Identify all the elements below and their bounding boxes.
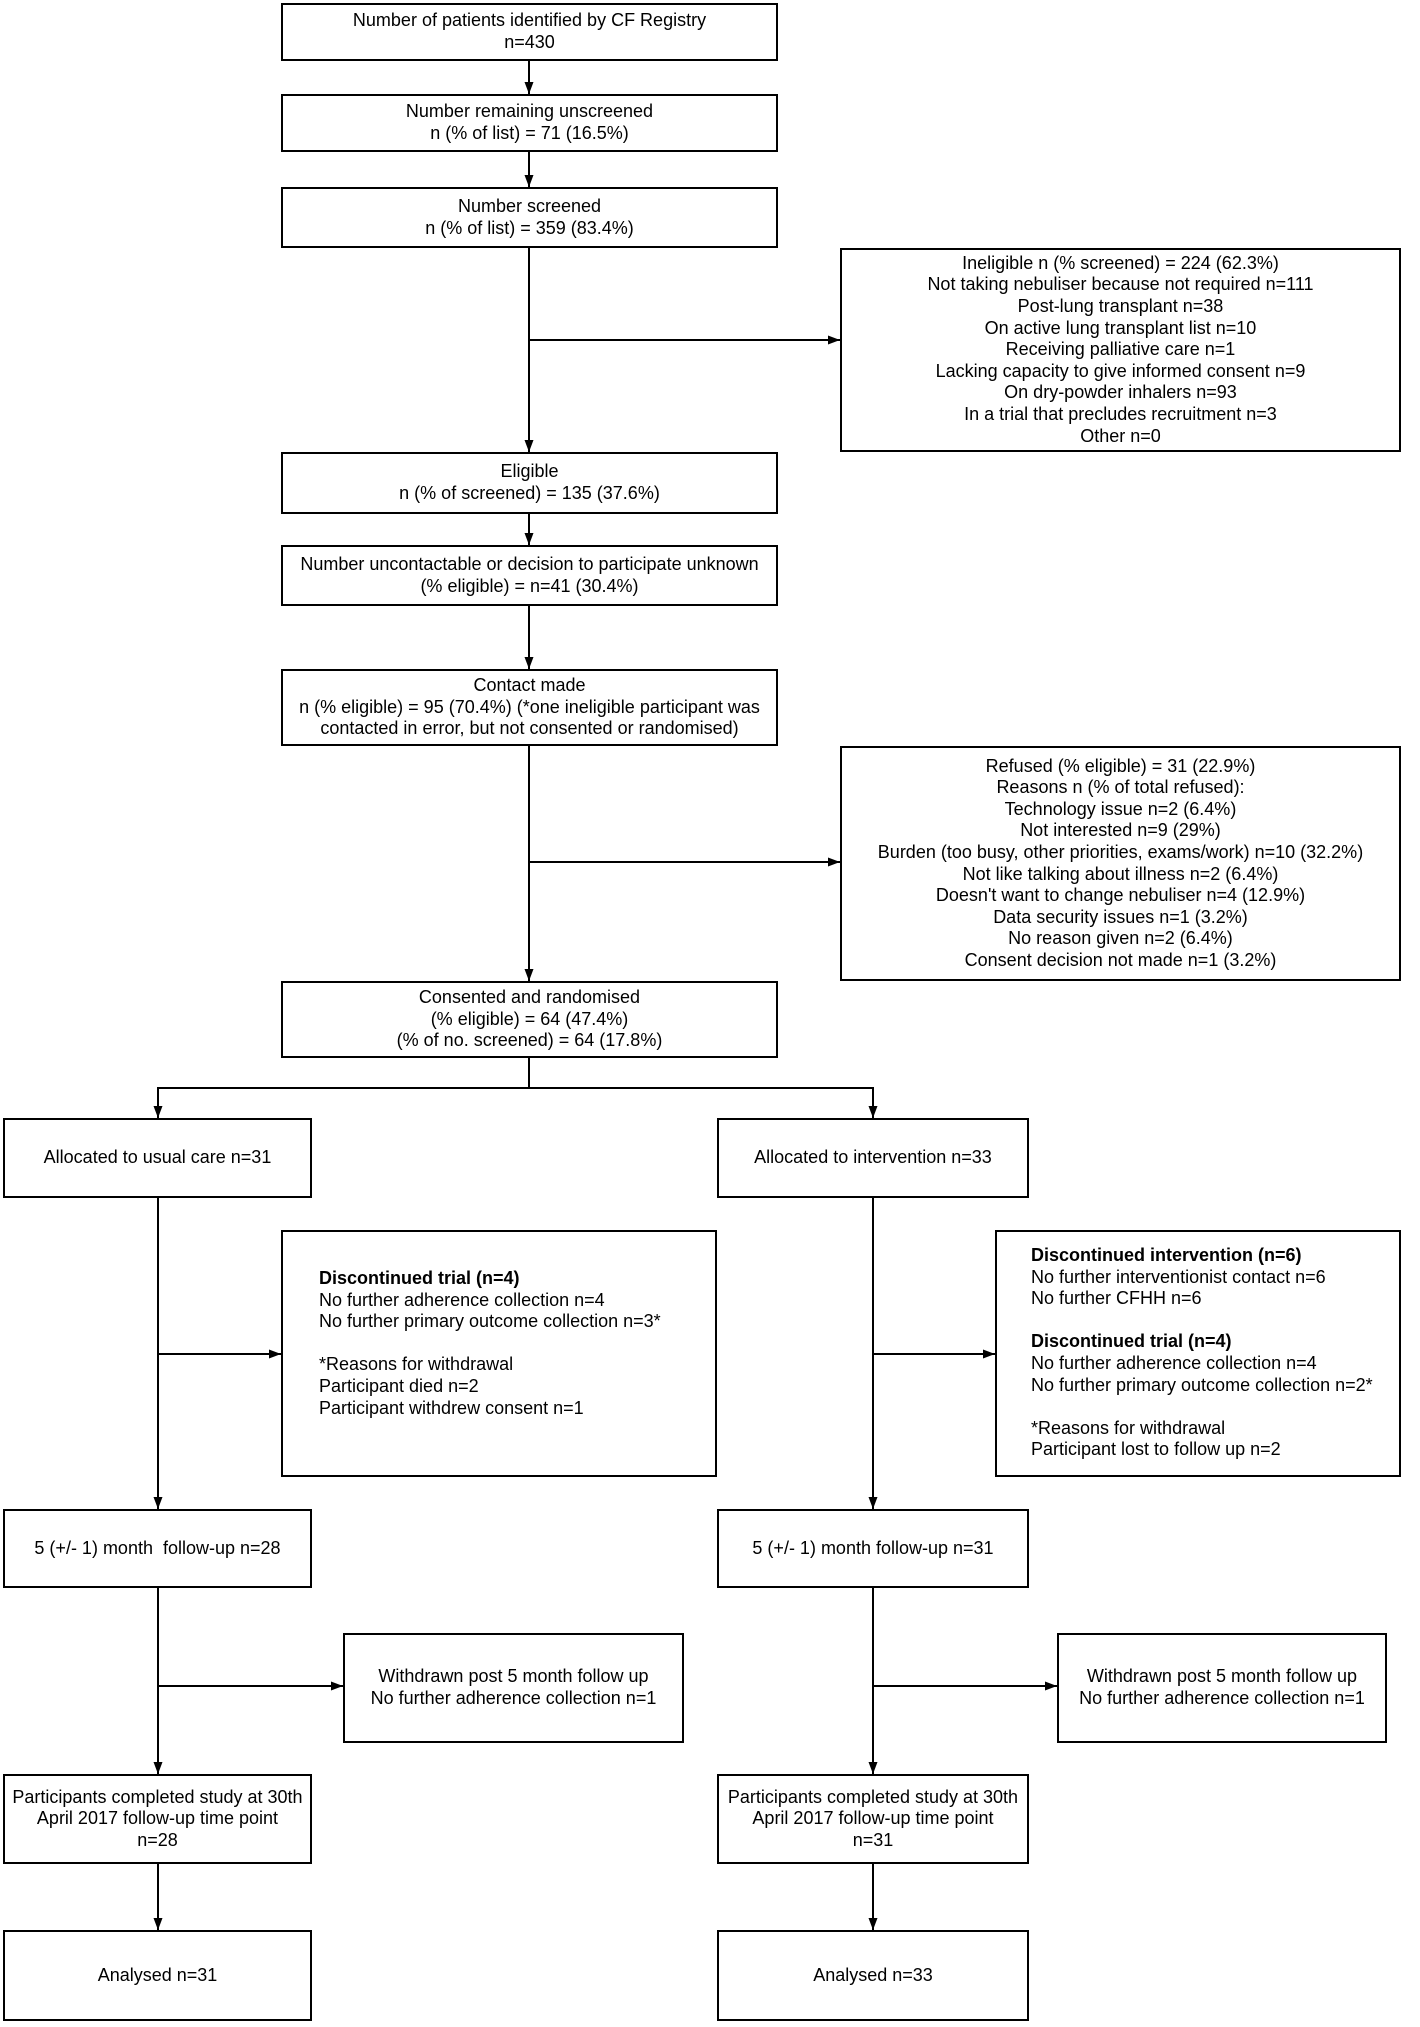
registry-title: Number of patients identified by CF Regi… [352, 10, 707, 31]
usual-care-follow-up-label: 5 (+/- 1) month follow-up n=28 [34, 1537, 281, 1558]
randomised-eligible-pct: (% eligible) = 64 (47.4%) [430, 1008, 629, 1029]
uncontactable-title: Number uncontactable or decision to part… [300, 553, 759, 574]
usual-care-analysed-box: Analysed n=31 [3, 1930, 312, 2021]
intervention-follow-up-box: 5 (+/- 1) month follow-up n=31 [717, 1509, 1029, 1588]
usual-care-allocated-label: Allocated to usual care n=31 [43, 1147, 272, 1168]
ineligible-reason: In a trial that precludes recruitment n=… [964, 403, 1277, 424]
refused-reason: Consent decision not made n=1 (3.2%) [964, 949, 1277, 970]
usual-care-follow-up-box: 5 (+/- 1) month follow-up n=28 [3, 1509, 312, 1588]
registry-box: Number of patients identified by CF Regi… [281, 3, 778, 61]
intervention-analysed-box: Analysed n=33 [717, 1930, 1029, 2021]
eligible-box: Eligible n (% of screened) = 135 (37.6%) [281, 452, 778, 514]
withdrawal-reason: Participant died n=2 [319, 1375, 479, 1396]
ineligible-reason: Receiving palliative care n=1 [1005, 339, 1236, 360]
eligible-title: Eligible [500, 461, 559, 482]
discontinued-detail: No further interventionist contact n=6 [1031, 1266, 1326, 1287]
ineligible-reason: Lacking capacity to give informed consen… [935, 360, 1306, 381]
discontinued-detail: No further primary outcome collection n=… [1031, 1374, 1373, 1395]
refused-reasons-heading: Reasons n (% of total refused): [996, 777, 1245, 798]
ineligible-box: Ineligible n (% screened) = 224 (62.3%) … [840, 248, 1401, 452]
unscreened-box: Number remaining unscreened n (% of list… [281, 94, 778, 152]
unscreened-title: Number remaining unscreened [405, 101, 654, 122]
completed-count: n=31 [852, 1829, 894, 1850]
discontinued-detail: No further CFHH n=6 [1031, 1288, 1202, 1309]
randomised-screened-pct: (% of no. screened) = 64 (17.8%) [396, 1030, 663, 1051]
contact-made-note: contacted in error, but not consented or… [320, 718, 739, 739]
ineligible-title: Ineligible n (% screened) = 224 (62.3%) [962, 252, 1279, 273]
ineligible-reason: Other n=0 [1080, 425, 1161, 446]
screened-title: Number screened [457, 195, 602, 216]
intervention-follow-up-label: 5 (+/- 1) month follow-up n=31 [752, 1537, 994, 1558]
withdrawn-detail: No further adherence collection n=1 [1079, 1688, 1365, 1708]
intervention-discontinued-box: Discontinued intervention (n=6) No furth… [995, 1230, 1401, 1477]
contact-made-box: Contact made n (% eligible) = 95 (70.4%)… [281, 669, 778, 746]
usual-care-withdrawn-box: Withdrawn post 5 month follow up No furt… [343, 1633, 684, 1743]
discontinued-detail: No further adherence collection n=4 [1031, 1352, 1317, 1373]
registry-count: n=430 [504, 32, 555, 52]
discontinued-trial-heading: Discontinued trial (n=4) [1031, 1331, 1232, 1352]
refused-reason: Data security issues n=1 (3.2%) [993, 906, 1248, 927]
contact-made-count: n (% eligible) = 95 (70.4%) (*one inelig… [299, 696, 760, 717]
uncontactable-count: (% eligible) = n=41 (30.4%) [420, 575, 639, 596]
refused-reason: No reason given n=2 (6.4%) [1008, 928, 1233, 949]
screened-box: Number screened n (% of list) = 359 (83.… [281, 187, 778, 248]
completed-title: Participants completed study at 30th [727, 1786, 1019, 1807]
withdrawn-detail: No further adherence collection n=1 [370, 1688, 657, 1708]
ineligible-reason: Not taking nebuliser because not require… [927, 274, 1314, 295]
eligible-count: n (% of screened) = 135 (37.6%) [399, 483, 660, 503]
completed-timepoint: April 2017 follow-up time point [752, 1808, 994, 1829]
intervention-analysed-label: Analysed n=33 [813, 1964, 933, 1985]
refused-reason: Technology issue n=2 (6.4%) [1004, 798, 1237, 819]
withdrawal-reason: Participant lost to follow up n=2 [1031, 1439, 1281, 1460]
screened-count: n (% of list) = 359 (83.4%) [425, 217, 634, 238]
contact-made-title: Contact made [473, 675, 586, 696]
completed-timepoint: April 2017 follow-up time point [36, 1808, 279, 1829]
refused-title: Refused (% eligible) = 31 (22.9%) [985, 755, 1256, 776]
usual-care-allocated-box: Allocated to usual care n=31 [3, 1118, 312, 1198]
refused-reason: Burden (too busy, other priorities, exam… [877, 841, 1364, 862]
usual-care-discontinued-box: Discontinued trial (n=4) No further adhe… [281, 1230, 717, 1477]
withdrawn-title: Withdrawn post 5 month follow up [378, 1666, 649, 1687]
discontinued-trial-heading: Discontinued trial (n=4) [319, 1268, 520, 1288]
ineligible-reason: On dry-powder inhalers n=93 [1004, 382, 1237, 403]
refused-reason: Not like talking about illness n=2 (6.4%… [962, 863, 1279, 884]
withdrawal-reasons-heading: *Reasons for withdrawal [1031, 1417, 1226, 1438]
discontinued-detail: No further adherence collection n=4 [319, 1289, 605, 1310]
refused-box: Refused (% eligible) = 31 (22.9%) Reason… [840, 746, 1401, 981]
uncontactable-box: Number uncontactable or decision to part… [281, 545, 778, 606]
refused-reason: Doesn't want to change nebuliser n=4 (12… [935, 885, 1306, 906]
intervention-withdrawn-box: Withdrawn post 5 month follow up No furt… [1057, 1633, 1387, 1743]
usual-care-completed-box: Participants completed study at 30th Apr… [3, 1774, 312, 1864]
withdrawal-reason: Participant withdrew consent n=1 [319, 1397, 584, 1418]
randomised-box: Consented and randomised (% eligible) = … [281, 981, 778, 1058]
intervention-allocated-box: Allocated to intervention n=33 [717, 1118, 1029, 1198]
intervention-allocated-label: Allocated to intervention n=33 [754, 1147, 992, 1168]
intervention-completed-box: Participants completed study at 30th Apr… [717, 1774, 1029, 1864]
withdrawn-title: Withdrawn post 5 month follow up [1086, 1666, 1358, 1687]
completed-title: Participants completed study at 30th [12, 1786, 303, 1807]
refused-reason: Not interested n=9 (29%) [1020, 820, 1221, 841]
withdrawal-reasons-heading: *Reasons for withdrawal [319, 1354, 514, 1375]
ineligible-reason: On active lung transplant list n=10 [984, 317, 1257, 338]
completed-count: n=28 [137, 1829, 178, 1850]
discontinued-detail: No further primary outcome collection n=… [319, 1311, 661, 1332]
randomised-title: Consented and randomised [418, 987, 641, 1008]
unscreened-count: n (% of list) = 71 (16.5%) [430, 123, 629, 143]
discontinued-intervention-heading: Discontinued intervention (n=6) [1031, 1245, 1302, 1265]
ineligible-reason: Post-lung transplant n=38 [1017, 296, 1224, 317]
usual-care-analysed-label: Analysed n=31 [97, 1964, 218, 1985]
